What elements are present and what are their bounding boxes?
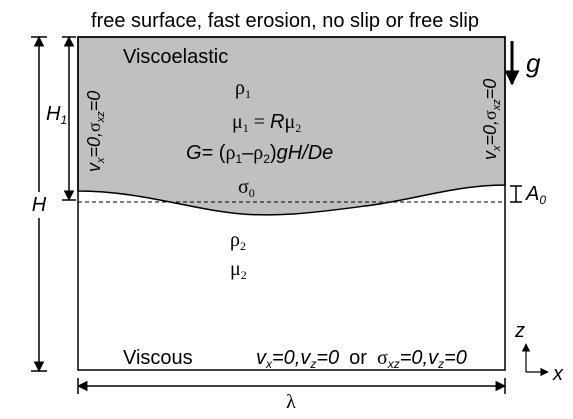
gravity-label: g: [526, 48, 541, 78]
H1-label-bg: [44, 100, 68, 128]
lower-layer-name: Viscous: [123, 347, 193, 369]
lower-density-label: ρ2: [230, 229, 246, 253]
viscoelastic-layer: [77, 36, 506, 216]
H1-label: H1: [46, 103, 67, 127]
H-label-bg: [29, 192, 49, 218]
model-box: [77, 36, 506, 371]
upper-layer-name: Viscoelastic: [123, 46, 228, 68]
A0-label: A0: [525, 183, 546, 207]
upper-viscosity-label: μ1 = Rμ2: [232, 111, 301, 135]
lambda-label: λ: [286, 391, 296, 413]
top-boundary-label: free surface, fast erosion, no slip or f…: [91, 10, 479, 32]
z-axis-label: z: [514, 320, 525, 342]
right-boundary-condition: vx=0,σxz=0: [480, 79, 503, 160]
shear-modulus-label: G= (ρ1–ρ2)gH/De: [186, 142, 333, 166]
initial-stress-label: σ0: [238, 176, 255, 200]
x-axis-label: x: [552, 363, 564, 385]
upper-density-label: ρ1: [235, 77, 251, 101]
H-label: H: [32, 194, 47, 216]
left-boundary-condition: vx=0,σxz=0: [84, 91, 107, 172]
lower-viscosity-label: μ2: [230, 258, 247, 282]
